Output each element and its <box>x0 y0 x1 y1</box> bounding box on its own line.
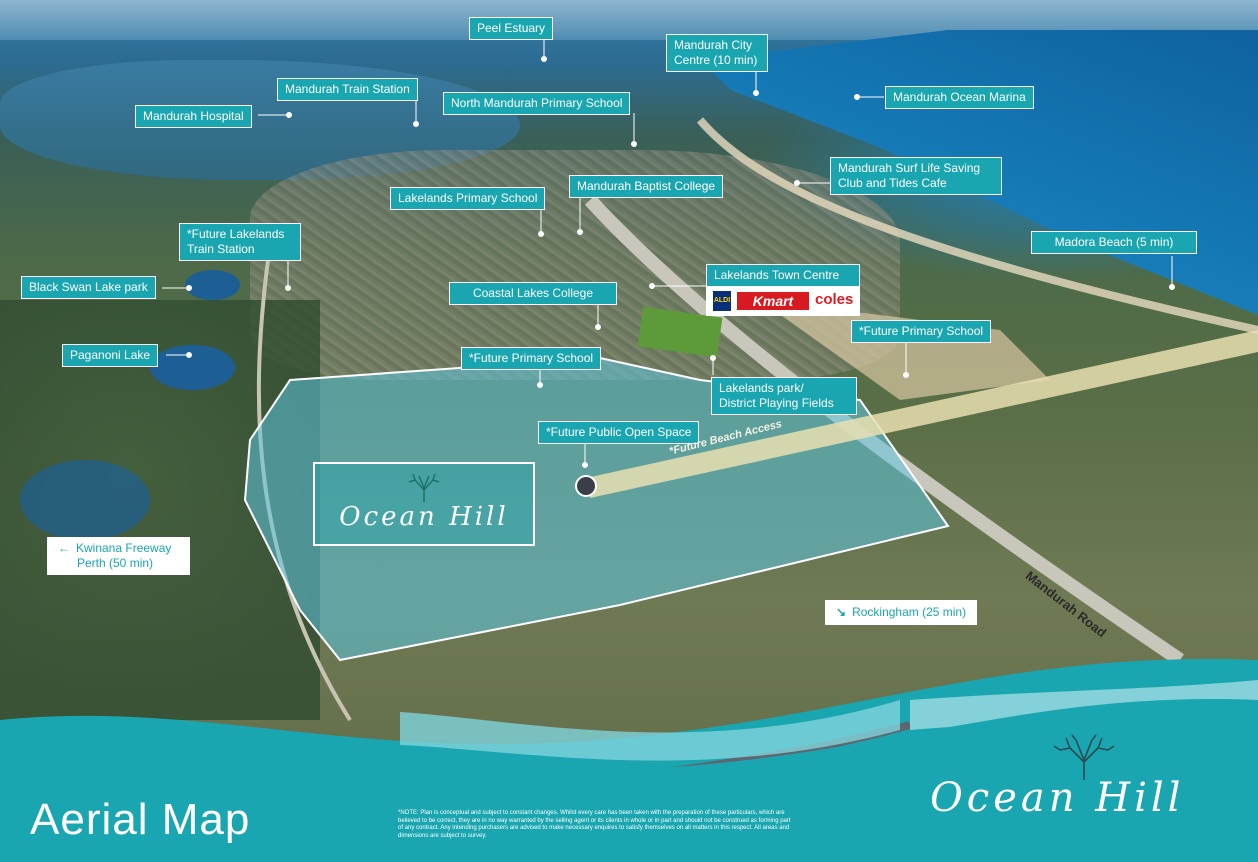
tree-icon <box>408 473 440 502</box>
footer-wave-top <box>0 699 1258 862</box>
label-line: Rockingham (25 min) <box>852 605 967 619</box>
label-rockingham[interactable]: ↘ Rockingham (25 min) <box>825 600 978 625</box>
label-line: Train Station <box>187 242 255 256</box>
label-lakelands-park[interactable]: Lakelands park/ District Playing Fields <box>711 377 857 415</box>
label-line: Mandurah City <box>674 38 753 52</box>
label-peel-estuary[interactable]: Peel Estuary <box>469 17 554 40</box>
coastline <box>696 117 1258 334</box>
down-right-arrow-icon: ↘ <box>836 605 847 619</box>
label-paganoni-lake[interactable]: Paganoni Lake <box>62 344 159 367</box>
label-future-primary-school-east[interactable]: *Future Primary School <box>851 320 992 343</box>
label-mandurah-city-centre[interactable]: Mandurah City Centre (10 min) <box>666 34 768 72</box>
swamp-water <box>20 460 150 540</box>
kmart-logo: Kmart <box>737 292 809 310</box>
label-mandurah-hospital[interactable]: Mandurah Hospital <box>135 105 252 128</box>
tree-icon <box>1053 734 1115 780</box>
label-lakelands-primary[interactable]: Lakelands Primary School <box>390 187 546 210</box>
coles-logo: coles <box>815 291 854 308</box>
label-coastal-lakes-college[interactable]: Coastal Lakes College <box>449 282 617 305</box>
ocean-hill-footer-wordmark: Ocean Hill <box>930 775 1185 821</box>
label-north-mandurah-primary[interactable]: North Mandurah Primary School <box>443 92 631 115</box>
label-line: *Future Lakelands <box>187 227 285 241</box>
label-mandurah-train-station[interactable]: Mandurah Train Station <box>277 78 418 101</box>
left-arrow-icon: ← <box>58 541 70 555</box>
label-line: Perth (50 min) <box>77 556 154 570</box>
black-swan-lake-water <box>185 270 240 300</box>
label-kwinana-freeway[interactable]: ← Kwinana Freeway Perth (50 min) <box>47 537 190 575</box>
future-beach-access-band <box>586 330 1258 498</box>
label-mandurah-baptist-college[interactable]: Mandurah Baptist College <box>569 175 724 198</box>
footer-wave-pattern <box>400 700 900 761</box>
label-line: Centre (10 min) <box>674 53 758 67</box>
playing-fields <box>637 306 723 358</box>
label-future-lakelands-train-station[interactable]: *Future Lakelands Train Station <box>179 223 301 261</box>
ocean-hill-wordmark: Ocean Hill <box>339 502 509 532</box>
site-marker <box>575 475 597 497</box>
label-line: Lakelands park/ <box>719 381 804 395</box>
label-future-primary-school-west[interactable]: *Future Primary School <box>461 347 602 370</box>
aldi-logo: ALDI <box>713 291 731 311</box>
label-black-swan-lake-park[interactable]: Black Swan Lake park <box>21 276 156 299</box>
label-line: Mandurah Surf Life Saving <box>838 161 981 175</box>
label-madora-beach[interactable]: Madora Beach (5 min) <box>1031 231 1197 254</box>
retail-logos: ALDI Kmart coles <box>706 286 860 316</box>
label-lakelands-town-centre[interactable]: Lakelands Town Centre <box>706 264 860 287</box>
paganoni-lake-water <box>150 345 235 390</box>
label-surf-life-saving-club[interactable]: Mandurah Surf Life Saving Club and Tides… <box>830 157 1002 195</box>
footer-wave-pattern-right <box>910 680 1258 730</box>
label-future-public-open-space[interactable]: *Future Public Open Space <box>538 421 700 444</box>
ocean-hill-site-logo[interactable]: Ocean Hill <box>313 462 535 546</box>
sand-area <box>760 300 1050 400</box>
disclaimer-note: *NOTE: Plan is conceptual and subject to… <box>398 810 791 839</box>
label-line: District Playing Fields <box>719 396 834 410</box>
label-line: Club and Tides Cafe <box>838 176 947 190</box>
label-line: Kwinana Freeway <box>76 541 172 555</box>
page-title: Aerial Map <box>30 795 251 844</box>
label-mandurah-ocean-marina[interactable]: Mandurah Ocean Marina <box>885 86 1034 109</box>
site-boundary <box>243 356 950 662</box>
